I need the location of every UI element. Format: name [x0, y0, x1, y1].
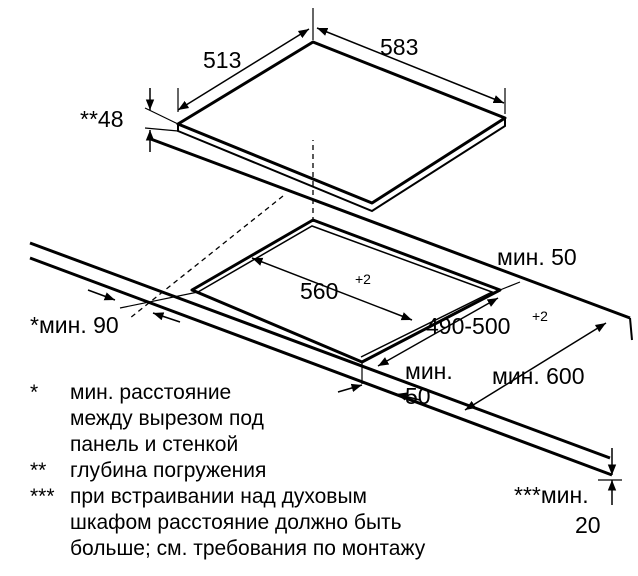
dim-min-50-front-b: 50	[405, 383, 431, 409]
clearance-dimensions: мин. 50 *мин. 90 мин. 50 мин. 600 ***мин…	[30, 244, 622, 538]
legend-row: больше; см. требования по монтажу	[30, 536, 630, 562]
legend-row: * мин. расстояние	[30, 380, 630, 406]
dim-line-583	[316, 27, 505, 104]
dim-560: 560	[300, 278, 338, 304]
cutout	[190, 218, 502, 364]
legend-row: ** глубина погружения	[30, 458, 630, 484]
legend-mark: **	[30, 459, 47, 482]
legend-row: шкафом расстояние должно быть	[30, 510, 630, 536]
dim-48: **48	[80, 106, 123, 132]
legend-text: мин. расстояние	[70, 381, 232, 404]
legend-text: шкафом расстояние должно быть	[70, 511, 402, 534]
dim-min-90: *мин. 90	[30, 312, 119, 338]
dim-line-513	[177, 28, 310, 111]
hob-dimensions: 513 583 **48	[80, 8, 506, 152]
legend-text: глубина погружения	[70, 459, 267, 482]
legend-mark	[30, 536, 70, 562]
dim-min-600: мин. 600	[492, 363, 585, 389]
dim-513: 513	[203, 47, 241, 73]
countertop-right-edge	[629, 317, 633, 341]
countertop-back-edge	[147, 136, 631, 320]
dim-min-20-b: 20	[575, 512, 601, 538]
dim-line-600	[464, 322, 607, 411]
countertop-front-top-edge	[29, 241, 611, 460]
legend-text: панель и стенкой	[70, 433, 239, 456]
hob-edge	[177, 118, 506, 213]
legend-mark	[30, 510, 70, 536]
dim-min-20-a: ***мин.	[514, 482, 589, 508]
legend-text: больше; см. требования по монтажу	[70, 537, 426, 560]
dim-583: 583	[380, 34, 418, 60]
countertop-front-bottom-edge	[29, 256, 613, 477]
legend-mark: ***	[30, 485, 55, 508]
legend-row: панель и стенкой	[30, 432, 630, 458]
dim-490-500: 490-500	[426, 313, 510, 339]
legend-row: *** при встраивании над духовым	[30, 484, 630, 510]
legend-mark: *	[30, 381, 39, 404]
cutout-outline	[190, 218, 502, 364]
legend-row: между вырезом под	[30, 406, 630, 432]
legend-mark	[30, 432, 70, 458]
legend-text: при встраивании над духовым	[70, 485, 367, 508]
dim-min-50-back: мин. 50	[497, 244, 577, 270]
dim-line-490	[377, 297, 499, 367]
dim-490-500-sup: +2	[532, 308, 548, 324]
projection-lines	[129, 140, 314, 319]
countertop	[29, 136, 633, 477]
dim-560-sup: +2	[355, 271, 371, 287]
legend-mark	[30, 406, 70, 432]
legend-text: между вырезом под	[70, 407, 264, 430]
dim-min-50-front-a: мин.	[405, 358, 453, 384]
legend: * мин. расстояние между вырезом под пане…	[30, 380, 630, 562]
